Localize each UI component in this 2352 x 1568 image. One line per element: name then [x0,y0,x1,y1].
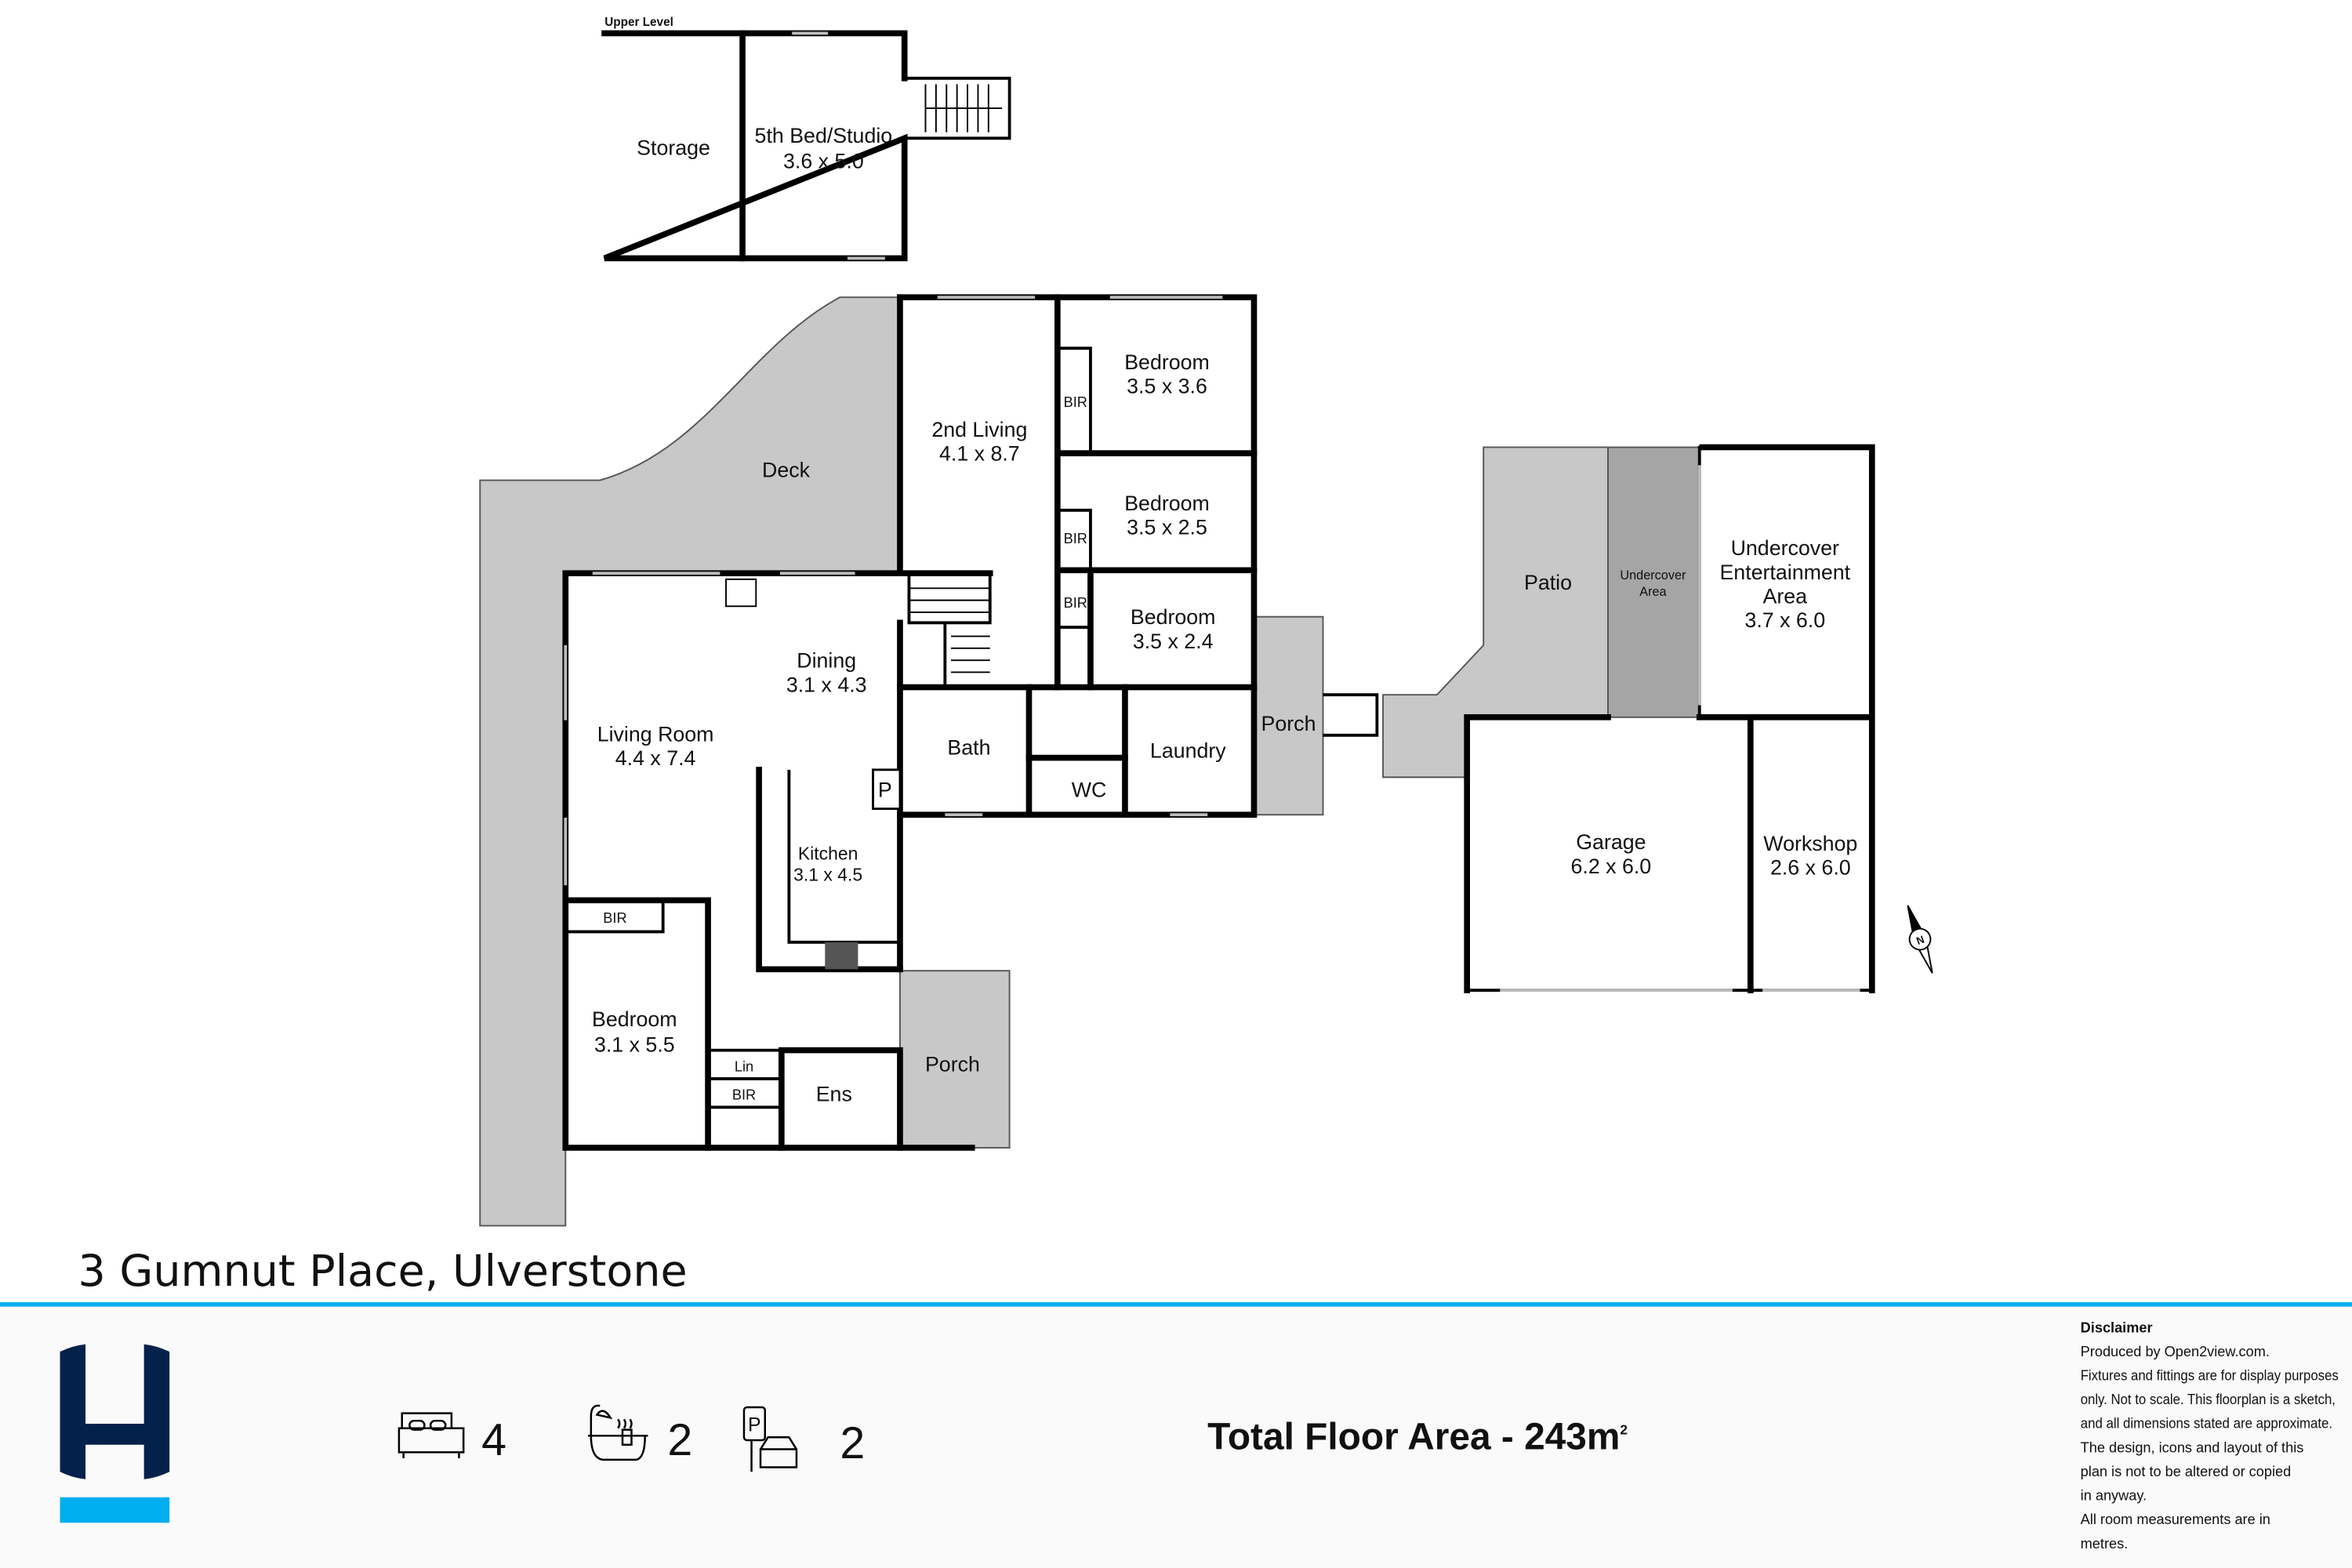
bir-label: BIR [1064,595,1087,611]
parking-icon: P [742,1406,798,1472]
room-2nd-living: 2nd Living [931,418,1027,441]
porch-east-area [1253,615,1324,816]
patio-area [1382,446,1609,779]
room-deck: Deck [762,459,811,482]
room-dining-size: 3.1 x 4.3 [786,673,867,696]
room-entertainment-size: 3.7 x 6.0 [1744,608,1825,632]
room-living-size: 4.4 x 7.4 [615,746,696,770]
footer [0,1306,2352,1568]
room-studio-size: 3.6 x 5.0 [783,150,864,173]
room-bedroom-c: Bedroom [1131,605,1216,629]
room-garage-size: 6.2 x 6.0 [1571,855,1652,878]
disclaimer-line: All room measurements are in [2081,1512,2270,1527]
room-garage: Garage [1576,830,1646,854]
main-walls [562,294,1875,1151]
room-bedroom-a-size: 3.5 x 3.6 [1127,375,1207,398]
parking-glyph: P [748,1414,761,1436]
disclaimer-line: Fixtures and fittings are for display pu… [2081,1368,2339,1384]
room-dining: Dining [797,649,856,673]
room-entertainment-2: Entertainment [1719,561,1850,584]
disclaimer-title: Disclaimer [2081,1319,2153,1335]
room-laundry: Laundry [1150,739,1226,763]
bath-icon [588,1404,648,1461]
upper-level-heading: Upper Level [604,16,673,29]
room-living: Living Room [597,722,714,746]
bir-label: BIR [1064,531,1087,546]
upper-level: Upper Level Storage 5th Bed/Studio 3.6 x… [601,16,1011,262]
bir-label: BIR [1064,394,1087,410]
room-workshop-size: 2.6 x 6.0 [1770,856,1851,880]
room-patio: Patio [1524,571,1572,594]
total-floor-area: Total Floor Area - 243m2 [1207,1417,1628,1458]
room-bedroom-main: Bedroom [592,1007,677,1031]
room-2nd-living-size: 4.1 x 8.7 [939,442,1020,466]
room-porch-south: Porch [925,1052,980,1076]
room-entertainment: Undercover [1731,536,1839,560]
room-wc: WC [1072,778,1107,801]
disclaimer-line: Produced by Open2view.com. [2081,1344,2270,1359]
bedroom-count: 4 [481,1415,506,1465]
stairs-icon [924,84,1003,132]
bir-label: BIR [603,910,626,926]
room-studio: 5th Bed/Studio [755,124,893,147]
disclaimer-line: plan is not to be altered or copied [2081,1464,2292,1479]
disclaimer-line: and all dimensions stated are approximat… [2081,1416,2332,1432]
porch-south-area [899,970,1011,1149]
bed-icon [397,1412,465,1459]
room-bedroom-a: Bedroom [1124,350,1210,374]
parking-count: 2 [840,1418,865,1468]
room-porch-east: Porch [1261,712,1316,735]
room-undercover: Undercover [1620,568,1686,583]
disclaimer-line: only. Not to scale. This floorplan is a … [2081,1392,2336,1407]
room-kitchen: Kitchen [798,844,858,864]
disclaimer-line: in anyway. [2081,1488,2147,1504]
room-labels: 2nd Living 4.1 x 8.7 Bedroom 3.5 x 3.6 B… [592,350,1857,1106]
bathroom-count: 2 [667,1415,692,1465]
compass-label: N [1915,933,1926,946]
disclaimer-line: metres. [2081,1536,2129,1552]
room-undercover-2: Area [1639,585,1667,599]
compass-icon: N [1907,905,1933,974]
bir-label: BIR [732,1087,756,1103]
room-bath: Bath [947,736,990,760]
room-ensuite: Ens [816,1083,852,1106]
room-bedroom-b-size: 3.5 x 2.5 [1127,515,1207,539]
undercover-area [1607,446,1700,718]
room-kitchen-size: 3.1 x 4.5 [793,864,862,884]
lin-label: Lin [735,1058,753,1074]
disclaimer-line: The design, icons and layout of this [2081,1439,2304,1455]
room-storage: Storage [637,136,710,159]
logo [60,1344,170,1523]
disclaimer: Disclaimer Produced by Open2view.com. Fi… [2081,1319,2339,1552]
room-workshop: Workshop [1763,832,1857,855]
room-bedroom-b: Bedroom [1124,492,1210,515]
address-title: 3 Gumnut Place, Ulverstone [78,1247,687,1297]
footer-divider [0,1302,2352,1307]
room-bedroom-c-size: 3.5 x 2.4 [1133,630,1214,653]
room-bedroom-main-size: 3.1 x 5.5 [594,1033,675,1057]
pantry-label: P [878,778,892,801]
room-entertainment-3: Area [1763,584,1808,608]
